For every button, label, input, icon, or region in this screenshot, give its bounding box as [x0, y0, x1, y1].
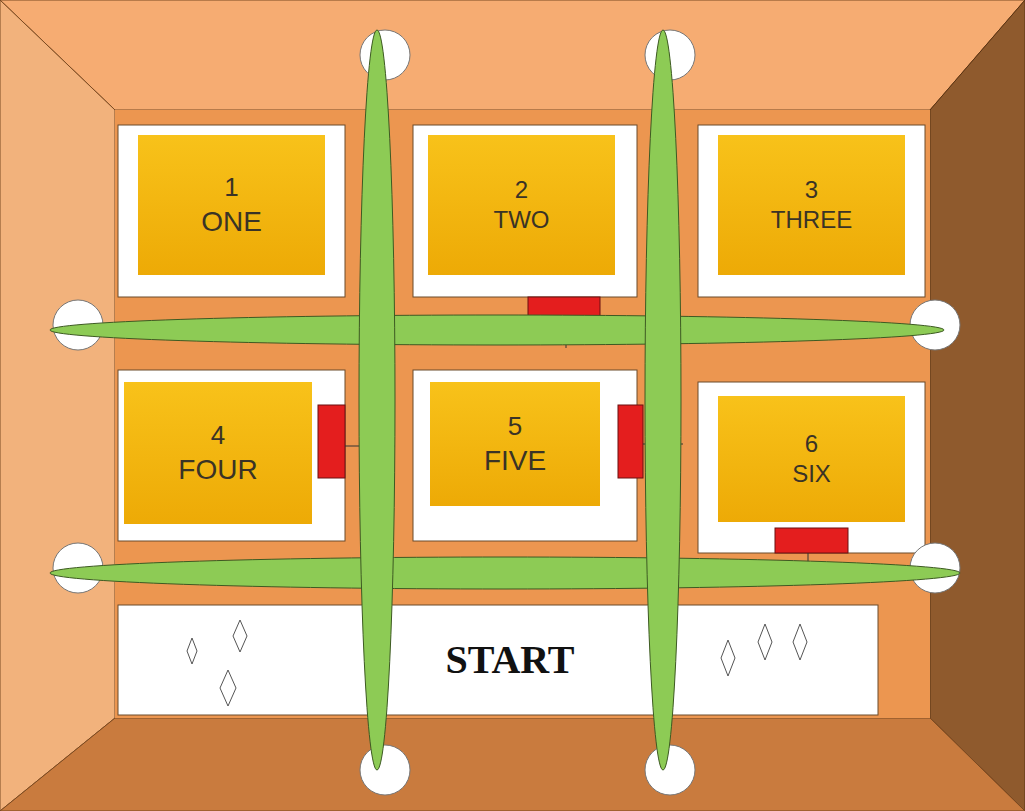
right-wall	[930, 0, 1025, 811]
tile-number: 5	[508, 410, 522, 443]
number-tile: 4FOUR	[124, 382, 312, 524]
tile-word: FOUR	[178, 452, 257, 487]
tile-number: 2	[515, 175, 528, 205]
tile-word: FIVE	[484, 443, 546, 478]
floor	[115, 110, 930, 718]
tile-word: THREE	[771, 205, 852, 235]
left-wall	[0, 0, 115, 811]
tile-number: 4	[211, 419, 225, 452]
diamond-marks	[187, 620, 807, 706]
tile-word: START	[445, 635, 574, 685]
pivot-circles	[53, 30, 960, 795]
number-tile: 3THREE	[718, 135, 905, 275]
top-wall	[0, 0, 1025, 110]
bottom-wall	[0, 718, 1025, 811]
tile-word: TWO	[494, 205, 550, 235]
number-tile: 5FIVE	[430, 382, 600, 506]
number-tile: 1ONE	[138, 135, 325, 275]
number-tile: 2TWO	[428, 135, 615, 275]
tile-number: 3	[805, 175, 818, 205]
tile-word: ONE	[201, 204, 262, 239]
white-frames	[118, 125, 925, 715]
tile-word: SIX	[792, 459, 831, 489]
green-sticks	[50, 30, 960, 770]
tile-number: 1	[224, 171, 238, 204]
start-area: START	[400, 625, 620, 695]
number-tile: 6SIX	[718, 396, 905, 522]
tile-number: 6	[805, 429, 818, 459]
